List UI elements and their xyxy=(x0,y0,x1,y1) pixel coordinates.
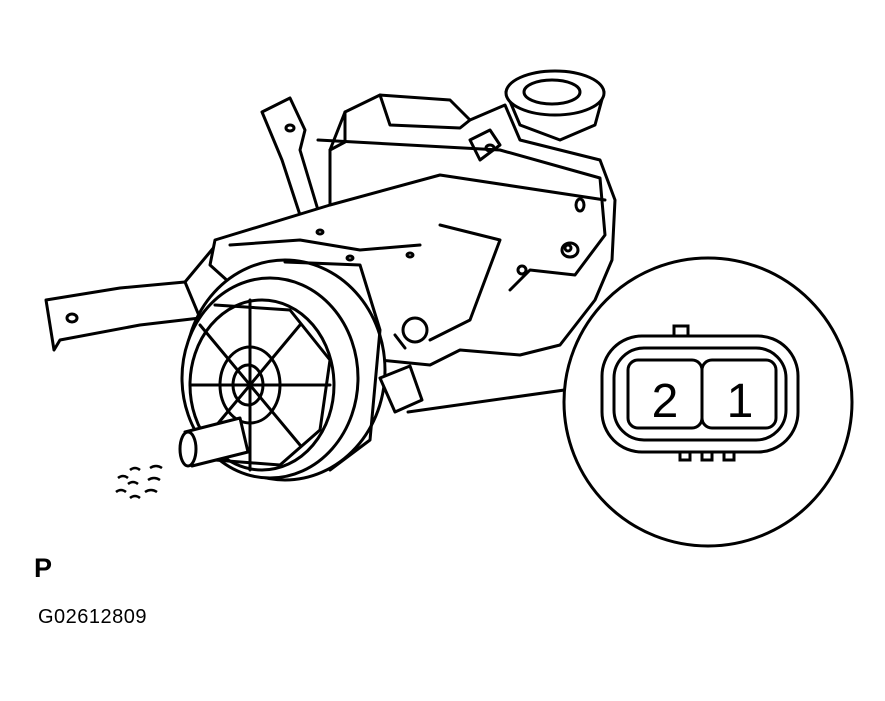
connector-magnified-view: 2 1 xyxy=(562,256,854,548)
inlet-nozzle xyxy=(178,416,250,468)
outlet-pipe xyxy=(504,69,606,142)
air-spray-marks xyxy=(115,464,163,500)
terminal-2-label: 2 xyxy=(652,375,679,428)
view-marker-label: P xyxy=(34,553,53,583)
pump-connector xyxy=(378,316,429,414)
terminal-1-label: 1 xyxy=(727,375,754,428)
upper-bracket xyxy=(260,96,320,217)
figure-code-label: G02612809 xyxy=(38,606,148,628)
connector-face xyxy=(600,324,800,462)
